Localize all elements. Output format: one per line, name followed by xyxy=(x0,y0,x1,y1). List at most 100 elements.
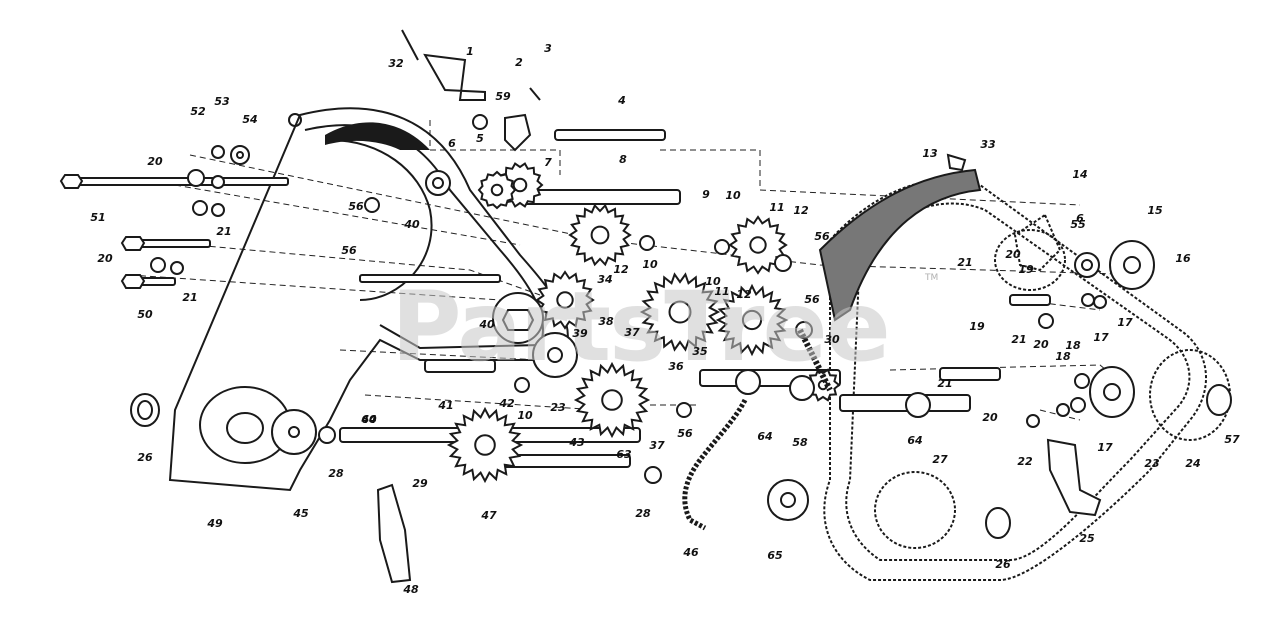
watermark-tm: TM xyxy=(924,273,938,283)
callout-12: 12 xyxy=(793,204,809,217)
callout-34: 34 xyxy=(597,273,612,286)
gear-hub-4 xyxy=(749,236,767,254)
gear-set xyxy=(446,162,841,484)
callout-64-2: 64 xyxy=(907,434,922,447)
callout-6: 6 xyxy=(448,137,456,150)
callout-11-2: 11 xyxy=(714,285,729,298)
drive-chain-46 xyxy=(682,398,748,531)
callout-65: 65 xyxy=(767,549,783,562)
callout-64: 64 xyxy=(757,430,772,443)
callout-46: 46 xyxy=(682,546,699,559)
callout-56-3: 56 xyxy=(814,230,830,243)
gear-hub-7 xyxy=(741,309,763,331)
callout-14: 14 xyxy=(1072,168,1087,181)
callout-63: 63 xyxy=(616,448,632,461)
callout-8: 8 xyxy=(619,153,627,166)
callout-19: 19 xyxy=(1018,263,1034,276)
callout-29: 29 xyxy=(412,477,428,490)
callout-1: 1 xyxy=(466,45,474,58)
right-chain-case xyxy=(823,178,1231,581)
callout-56: 56 xyxy=(348,200,364,213)
small-parts xyxy=(401,29,1062,272)
callout-39: 39 xyxy=(572,327,588,340)
callout-17-2: 17 xyxy=(1093,331,1109,344)
callout-24: 24 xyxy=(1185,457,1200,470)
callout-51: 51 xyxy=(90,211,105,224)
large-nuts xyxy=(130,384,1232,539)
callout-12-2: 12 xyxy=(613,263,629,276)
callout-55: 55 xyxy=(1070,218,1086,231)
callout-49: 49 xyxy=(206,517,223,530)
callout-10-4: 10 xyxy=(517,409,533,422)
callout-56-5: 56 xyxy=(677,427,693,440)
callout-18-2: 18 xyxy=(1055,350,1071,363)
callout-10-2: 10 xyxy=(642,258,658,271)
gear-hub-2 xyxy=(490,183,504,197)
callout-28: 28 xyxy=(328,467,344,480)
gear-hub-9 xyxy=(474,434,496,456)
housing-shading xyxy=(325,122,430,150)
callout-20: 20 xyxy=(147,155,163,168)
callout-38: 38 xyxy=(598,315,614,328)
callout-6-2: 6 xyxy=(1076,212,1084,225)
callout-26: 26 xyxy=(137,451,153,464)
callout-47: 47 xyxy=(480,509,497,522)
callout-40-2: 40 xyxy=(478,318,495,331)
callout-22: 22 xyxy=(1017,455,1033,468)
callout-37-2: 37 xyxy=(649,439,665,452)
watermark-text: PartsTree xyxy=(391,271,888,383)
gear-hub-3 xyxy=(590,225,610,245)
callout-20-4: 20 xyxy=(1033,338,1049,351)
callout-35: 35 xyxy=(692,345,708,358)
callout-21-3: 21 xyxy=(957,256,972,269)
callout-44: 44 xyxy=(360,413,376,426)
callout-13: 13 xyxy=(922,147,938,160)
callout-37: 37 xyxy=(624,326,640,339)
callout-21-4: 21 xyxy=(1011,333,1026,346)
callout-53: 53 xyxy=(214,95,230,108)
callout-21-5: 21 xyxy=(937,377,952,390)
callout-23-2: 23 xyxy=(1144,457,1160,470)
callout-60: 60 xyxy=(361,413,377,426)
callout-3: 3 xyxy=(544,42,552,55)
callout-19-2: 19 xyxy=(969,320,985,333)
callout-12-3: 12 xyxy=(736,288,752,301)
callout-26-2: 26 xyxy=(995,558,1011,571)
callout-9: 9 xyxy=(702,188,710,201)
washers-and-nuts xyxy=(150,114,1135,521)
callout-20-3: 20 xyxy=(1005,248,1021,261)
callout-17: 17 xyxy=(1117,316,1133,329)
callout-43: 43 xyxy=(568,436,585,449)
callout-5: 5 xyxy=(476,132,484,145)
callout-16: 16 xyxy=(1175,252,1191,265)
callout-41: 41 xyxy=(437,399,453,412)
callout-21: 21 xyxy=(216,225,231,238)
callout-11: 11 xyxy=(769,201,784,214)
callout-10-3: 10 xyxy=(705,275,721,288)
callout-42: 42 xyxy=(498,397,515,410)
drive-chain-30 xyxy=(797,328,833,392)
callout-2: 2 xyxy=(515,56,523,69)
callout-40: 40 xyxy=(403,218,420,231)
gear-hub-5 xyxy=(556,291,574,309)
callout-17-3: 17 xyxy=(1097,441,1113,454)
bearing-plate-15 xyxy=(1109,240,1155,290)
callout-4: 4 xyxy=(617,94,626,107)
callout-30: 30 xyxy=(824,333,840,346)
callout-27: 27 xyxy=(932,453,948,466)
callout-33: 33 xyxy=(980,138,996,151)
callout-52: 52 xyxy=(190,105,206,118)
callout-21-2: 21 xyxy=(182,291,197,304)
gasket-part-13 xyxy=(818,168,982,322)
callout-23: 23 xyxy=(550,401,566,414)
callout-57: 57 xyxy=(1224,433,1240,446)
gear-hub-6 xyxy=(668,300,692,324)
callout-50: 50 xyxy=(137,308,153,321)
long-bolts xyxy=(59,174,501,289)
callout-54: 54 xyxy=(242,113,257,126)
callout-25: 25 xyxy=(1079,532,1095,545)
brackets xyxy=(376,438,1102,584)
